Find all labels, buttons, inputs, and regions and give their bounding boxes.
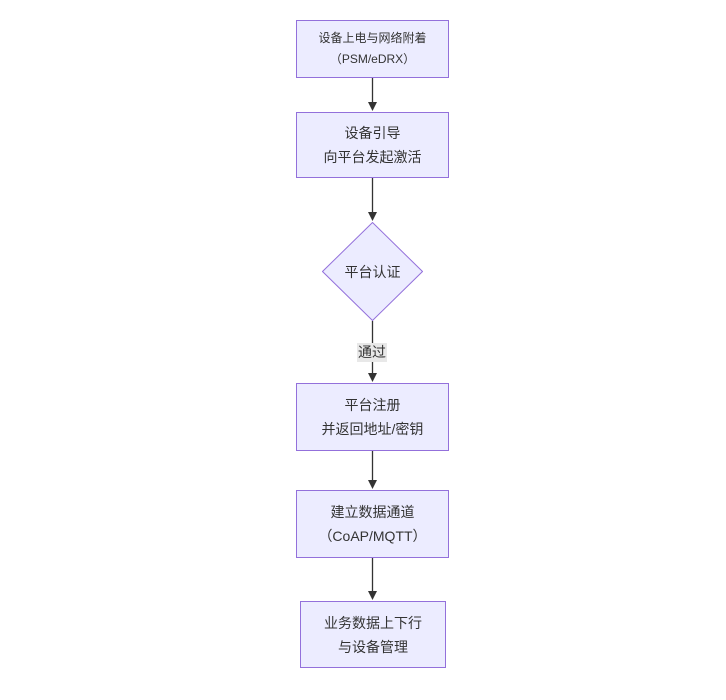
node-device-bootstrap: 设备引导 向平台发起激活 [296, 112, 449, 178]
node-business-data: 业务数据上下行 与设备管理 [300, 601, 446, 668]
node-text: 平台认证 [344, 263, 401, 280]
arrowhead-icon [368, 212, 377, 221]
edge-channel-to-business [368, 558, 377, 600]
node-text: 业务数据上下行 [324, 614, 422, 631]
node-data-channel: 建立数据通道 （CoAP/MQTT） [296, 490, 449, 558]
node-platform-auth-decision: 平台认证 [322, 222, 423, 321]
arrowhead-icon [368, 373, 377, 382]
edge-power-to-bootstrap [368, 78, 377, 111]
edge-bootstrap-to-auth [368, 178, 377, 221]
arrowhead-icon [368, 591, 377, 600]
diamond-shape [322, 222, 423, 321]
arrowhead-icon [368, 102, 377, 111]
node-text: 向平台发起激活 [323, 149, 422, 165]
node-text: （CoAP/MQTT） [318, 528, 427, 544]
node-text: 与设备管理 [338, 638, 408, 655]
node-text: （PSM/eDRX） [329, 52, 416, 66]
node-text: 设备上电与网络附着 [318, 31, 427, 45]
node-platform-register: 平台注册 并返回地址/密钥 [296, 383, 449, 451]
node-text: 设备引导 [344, 125, 401, 141]
node-device-power-on: 设备上电与网络附着 （PSM/eDRX） [296, 20, 449, 78]
edge-register-to-channel [368, 451, 377, 489]
node-text: 并返回地址/密钥 [321, 421, 424, 437]
node-text: 平台注册 [344, 397, 401, 413]
node-text: 建立数据通道 [330, 504, 415, 520]
arrowhead-icon [368, 480, 377, 489]
edge-label-pass: 通过 [357, 343, 387, 362]
